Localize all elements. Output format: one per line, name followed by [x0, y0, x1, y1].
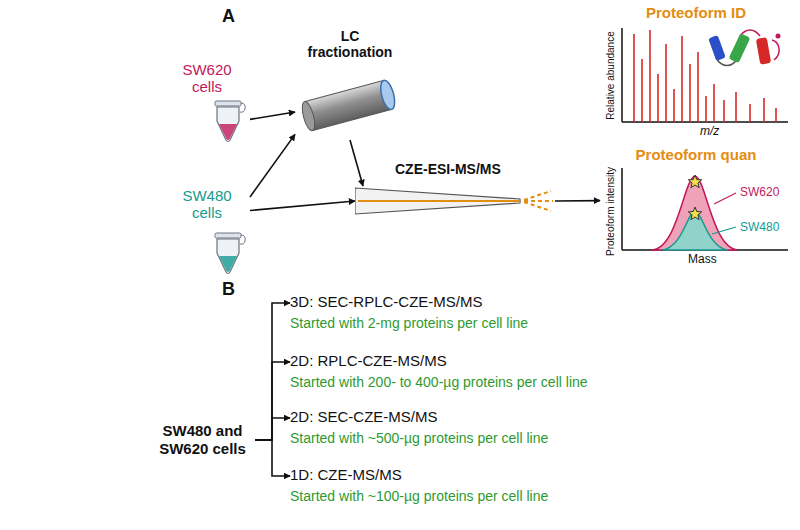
step-heading: CZE-ESI-MS/MS: [395, 161, 501, 177]
tube-icon: [210, 232, 246, 276]
process-node: SW480 cells: [180, 188, 250, 278]
amount-note: Started with ~100-µg proteins per cell l…: [290, 488, 548, 505]
flow-arrow: [255, 362, 290, 440]
axis-label: Mass: [688, 252, 717, 266]
flow-arrow: [250, 134, 295, 197]
process-node: Proteoform ID Relative abundance m/z: [600, 4, 792, 142]
flow-arrow: [255, 440, 290, 476]
root-node: SW480 and SW620 cells: [150, 422, 255, 458]
panel-heading: Proteoform ID: [600, 4, 792, 21]
tube-icon: [210, 100, 246, 148]
branch-node: 2D: RPLC-CZE-MS/MS Started with 200- to 4…: [290, 352, 588, 391]
axis-label: m/z: [700, 124, 719, 138]
series-label: SW620: [740, 185, 779, 199]
axis-label: Proteoform intensity: [605, 167, 616, 256]
panel-heading: Proteoform quan: [600, 146, 792, 163]
tube-icon: [210, 100, 246, 144]
process-node: SW620 cells: [180, 62, 250, 144]
method-label: 2D: SEC-CZE-MS/MS: [290, 408, 548, 426]
method-label: 2D: RPLC-CZE-MS/MS: [290, 352, 588, 370]
branch-node: 1D: CZE-MS/MS Started with ~100-µg protei…: [290, 466, 548, 505]
tube-icon: [210, 232, 246, 280]
flow-arrow: [350, 140, 363, 186]
step-heading: LC fractionation: [300, 28, 400, 60]
flow-arrow: [250, 112, 295, 119]
method-label: 1D: CZE-MS/MS: [290, 466, 548, 484]
axis-label: Relative abundance: [605, 31, 616, 119]
mass-spectrum: [600, 4, 792, 146]
panel-letter: A: [222, 6, 235, 27]
capillary-emitter: [355, 186, 555, 216]
cell-line-label: SW480 cells: [180, 188, 234, 222]
capillary-emitter: [355, 186, 555, 220]
cell-line-label: SW620 cells: [180, 62, 234, 96]
root-label: SW480 and SW620 cells: [150, 422, 255, 458]
panel-letter: B: [222, 279, 235, 300]
process-node: Proteoform quanProteoform intensityMass S…: [600, 146, 792, 270]
process-node: LC fractionation: [295, 28, 405, 140]
branch-node: 3D: SEC-RPLC-CZE-MS/MS Started with 2-mg …: [290, 293, 528, 332]
branch-node: 2D: SEC-CZE-MS/MS Started with ~500-µg pr…: [290, 408, 548, 447]
process-node: CZE-ESI-MS/MS: [355, 186, 555, 216]
mass-spectrum: [600, 4, 792, 142]
lc-column: [295, 72, 405, 138]
intensity-plot: [600, 146, 792, 270]
flow-arrow: [250, 201, 355, 211]
flow-arrow: [255, 303, 290, 440]
amount-note: Started with 200- to 400-µg proteins per…: [290, 374, 588, 391]
flow-arrow: [555, 200, 600, 202]
series-label: SW480: [740, 220, 779, 234]
lc-column: [295, 72, 405, 142]
flow-arrow: [255, 418, 290, 440]
method-label: 3D: SEC-RPLC-CZE-MS/MS: [290, 293, 528, 311]
amount-note: Started with 2-mg proteins per cell line: [290, 315, 528, 332]
amount-note: Started with ~500-µg proteins per cell l…: [290, 430, 548, 447]
